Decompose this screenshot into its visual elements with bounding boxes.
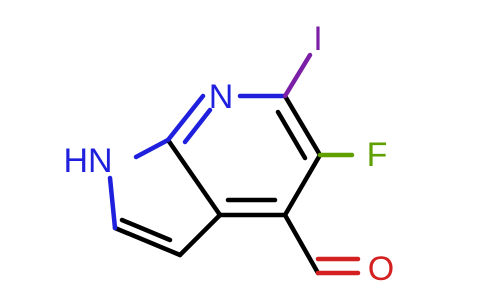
bond-c3-c2-double: [119, 217, 173, 243]
bond-c6-c5: [282, 93, 323, 158]
bond-c5-c4: [282, 152, 323, 218]
atom-o-label: O: [368, 250, 394, 288]
bond-c4-cho: [282, 212, 321, 276]
atom-f-label: F: [367, 136, 388, 174]
bond-c6-i: [282, 52, 313, 99]
bond-c2-nh: [107, 175, 118, 231]
bond-nh-c7a: [133, 137, 171, 160]
bond-c3-c2: [112, 225, 183, 258]
bond-c7a-c3a: [165, 137, 223, 218]
bond-c3a-c3: [177, 212, 223, 258]
atom-nh-label: HN: [63, 142, 112, 180]
bond-c6-c5-double: [275, 109, 308, 161]
bond-c7a-n-double: [182, 107, 213, 145]
bond-c7a-n: [165, 93, 206, 143]
atom-n-label: N: [209, 78, 234, 116]
atom-i-label: I: [313, 20, 322, 58]
